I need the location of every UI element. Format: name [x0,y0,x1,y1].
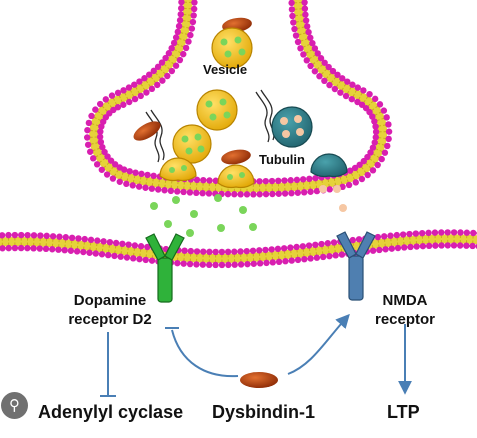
fusing-teal-vesicle [310,153,348,178]
synaptic-vesicle [196,89,238,131]
nmda-receptor-line-2: receptor [374,311,436,328]
nmda-receptor [336,231,376,301]
image-search-icon[interactable]: ⚲ [1,392,28,419]
presynaptic-membrane [83,0,393,198]
dysbindin-label: Dysbindin-1 [212,402,316,422]
released-dopamine [150,194,257,237]
adenylyl-cyclase-label: Adenylyl cyclase [38,402,184,422]
dysbindin-molecule [221,149,251,165]
dopamine-receptor-line-1: Dopamine [73,292,147,309]
released-glutamate [319,185,347,212]
synaptic-vesicle [172,124,212,164]
pathway-arrows [100,313,412,397]
synaptic-vesicle [211,27,253,69]
dopamine-d2-receptor [145,233,185,303]
fusing-vesicle [159,157,197,182]
cell-membranes [0,0,477,269]
fusing-vesicle [217,164,255,189]
dopamine-receptor-line-2: receptor D2 [68,311,152,328]
ltp-label: LTP [387,402,420,422]
nmda-receptor-label: NMDA receptor [370,291,440,329]
dysbindin-molecule [240,372,278,388]
dysbindin-molecule [133,121,161,141]
dopamine-receptor-label: Dopamine receptor D2 [62,291,158,329]
teal-vesicle [271,106,313,148]
nmda-receptor-line-1: NMDA [382,292,428,309]
vesicle-label: Vesicle [203,62,248,77]
postsynaptic-membrane [0,229,477,269]
tubulin-label: Tubulin [259,152,305,167]
